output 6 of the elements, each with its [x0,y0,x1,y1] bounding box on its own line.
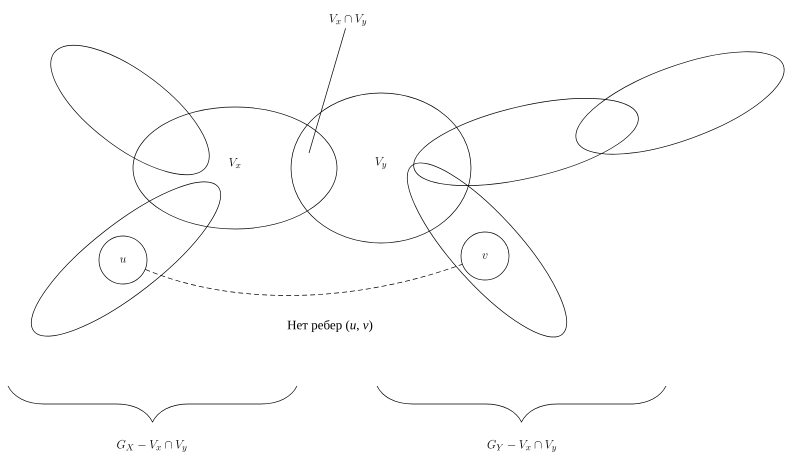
dashed-line [145,264,462,296]
brace-label: $G_X - V_x \cap V_y$ [117,440,187,452]
leader-line [308,28,346,154]
edge-label: Нет ребер (u, v) [288,320,372,332]
annotation-text: $V_x \cap V_y$ [330,14,366,26]
brace-label: $G_Y - V_x \cap V_y$ [488,440,556,452]
